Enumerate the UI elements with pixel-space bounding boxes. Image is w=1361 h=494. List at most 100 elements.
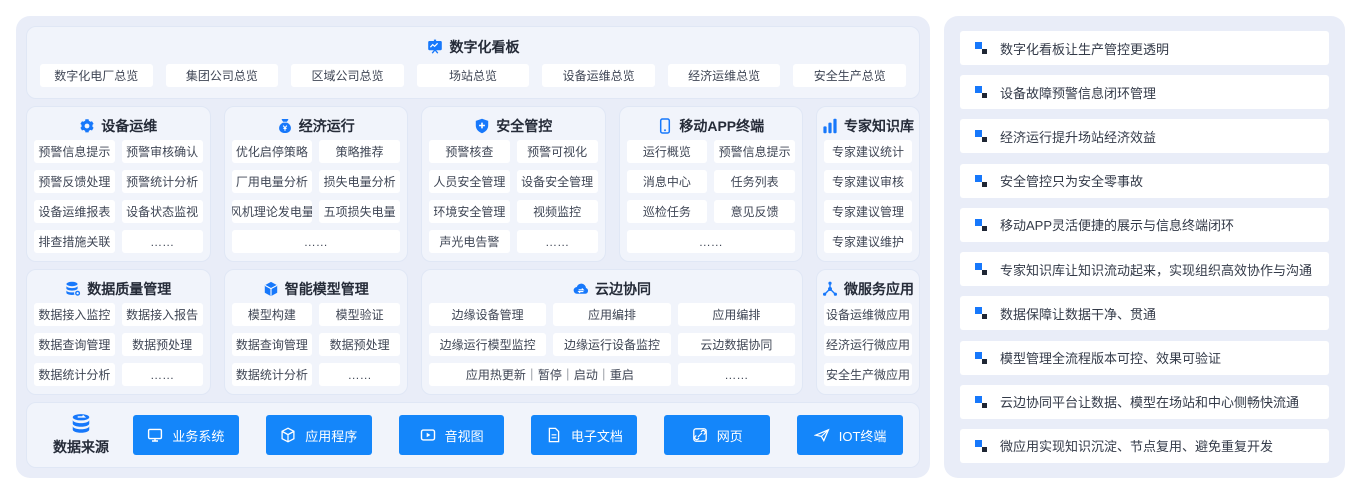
feature-button[interactable]: 预警反馈处理 (34, 170, 115, 193)
source-button-label: 网页 (716, 428, 743, 444)
squares-bullet-icon (975, 439, 987, 452)
source-button-e-document[interactable]: 电子文档 (531, 415, 638, 455)
feature-button[interactable]: 优化启停策略 (231, 140, 313, 163)
feature-button[interactable]: 应用编排 (677, 303, 795, 326)
feature-button[interactable]: 专家建议维护 (824, 230, 912, 253)
antenna-icon (813, 427, 830, 443)
feature-button[interactable]: 数据统计分析 (34, 363, 115, 386)
feature-button[interactable]: 运行概览 (626, 140, 708, 163)
section-header: 智能模型管理 (232, 274, 401, 303)
section-title: 设备运维 (101, 117, 158, 134)
feature-button[interactable]: 设备状态监视 (121, 200, 203, 223)
feature-button[interactable]: 预警信息提示 (714, 140, 795, 163)
feature-button[interactable]: …… (516, 230, 598, 253)
feature-grid: 模型构建模型验证数据查询管理数据预处理数据统计分析 …… (231, 303, 400, 386)
source-buttons: 业务系统 应用程序 音视图 (133, 415, 903, 455)
smartphone-icon (657, 117, 673, 134)
data-source-bar: 数据来源 业务系统 应用程序 (26, 402, 920, 468)
feature-button[interactable]: …… (319, 363, 400, 386)
feature-button[interactable]: 数据查询管理 (231, 333, 313, 356)
source-button-application[interactable]: 应用程序 (265, 415, 372, 455)
section-cloud-edge: 云边协同 边缘设备管理应用编排应用编排边缘运行模型监控边缘运行设备监控云边数据协… (421, 269, 803, 395)
feature-button[interactable]: 云边数据协同 (677, 333, 795, 356)
overview-button[interactable]: 区域公司总览 (291, 64, 404, 87)
feature-button[interactable]: 数据预处理 (121, 333, 203, 356)
feature-button[interactable]: 模型验证 (319, 303, 400, 326)
feature-grid: 运行概览预警信息提示消息中心任务列表巡检任务意见反馈 …… (626, 140, 795, 253)
overview-button[interactable]: 集团公司总览 (165, 64, 279, 87)
feature-button[interactable]: 声光电告警 (429, 230, 510, 253)
section-header: 设备运维 (34, 111, 203, 140)
feature-button[interactable]: 预警审核确认 (121, 140, 203, 163)
feature-button[interactable]: 排查措施关联 (34, 230, 115, 253)
feature-button[interactable]: 设备运维微应用 (824, 303, 912, 326)
source-button-label: 音视图 (444, 428, 484, 444)
feature-button[interactable]: 人员安全管理 (429, 170, 510, 193)
feature-button[interactable]: 边缘设备管理 (429, 303, 547, 326)
feature-button[interactable]: 五项损失电量 (319, 200, 400, 223)
overview-button[interactable]: 安全生产总览 (793, 64, 907, 87)
section-title: 云边协同 (595, 280, 651, 297)
overview-button[interactable]: 数字化电厂总览 (40, 64, 153, 87)
feature-button[interactable]: 数据接入报告 (121, 303, 203, 326)
feature-button[interactable]: 模型构建 (231, 303, 313, 326)
feature-button[interactable]: 意见反馈 (714, 200, 795, 223)
data-source-title: 数据来源 (53, 439, 109, 455)
feature-button[interactable]: 数据预处理 (319, 333, 400, 356)
feature-button[interactable]: …… (231, 230, 400, 253)
video-icon (420, 427, 436, 443)
feature-button[interactable]: 数据接入监控 (34, 303, 115, 326)
feature-button[interactable]: 预警统计分析 (121, 170, 203, 193)
feature-button[interactable]: 数据统计分析 (231, 363, 313, 386)
feature-button[interactable]: 数据查询管理 (34, 333, 115, 356)
feature-button[interactable]: 专家建议管理 (824, 200, 912, 223)
overview-button[interactable]: 设备运维总览 (542, 64, 655, 87)
feature-button[interactable]: …… (626, 230, 795, 253)
feature-button[interactable]: 边缘运行模型监控 (429, 333, 547, 356)
feature-button[interactable]: 策略推荐 (319, 140, 400, 163)
section-header: 专家知识库 (823, 111, 914, 140)
section-header: 云边协同 (429, 274, 795, 303)
squares-bullet-icon (975, 351, 987, 364)
feature-grid: 边缘设备管理应用编排应用编排边缘运行模型监控边缘运行设备监控云边数据协同应用热更… (429, 303, 795, 386)
feature-button[interactable]: 专家建议审核 (824, 170, 912, 193)
feature-button[interactable]: 应用编排 (553, 303, 671, 326)
overview-button[interactable]: 场站总览 (416, 64, 530, 87)
benefit-text: 微应用实现知识沉淀、节点复用、避免重复开发 (1000, 439, 1274, 455)
section-title: 微服务应用 (844, 280, 914, 297)
feature-button[interactable]: 消息中心 (626, 170, 708, 193)
source-button-audio-video[interactable]: 音视图 (398, 415, 505, 455)
feature-button[interactable]: 经济运行微应用 (824, 333, 912, 356)
source-button-webpage[interactable]: 网页 (664, 415, 771, 455)
feature-button[interactable]: 边缘运行设备监控 (553, 333, 671, 356)
section-model-management: 智能模型管理 模型构建模型验证数据查询管理数据预处理数据统计分析 …… (223, 269, 408, 395)
source-button-iot-terminal[interactable]: IOT终端 (797, 415, 903, 455)
feature-button[interactable]: …… (121, 363, 203, 386)
feature-button[interactable]: 专家建议统计 (824, 140, 912, 163)
feature-button[interactable]: 应用热更新｜暂停｜启动｜重启 (429, 363, 671, 386)
source-button-business-system[interactable]: 业务系统 (133, 415, 239, 455)
feature-button[interactable]: 设备安全管理 (516, 170, 598, 193)
feature-button[interactable]: 巡检任务 (626, 200, 708, 223)
feature-button[interactable]: 视频监控 (516, 200, 598, 223)
data-source-label: 数据来源 (43, 413, 119, 457)
feature-button[interactable]: 预警可视化 (516, 140, 598, 163)
section-title: 安全管控 (496, 117, 553, 134)
feature-button[interactable]: 预警核查 (429, 140, 510, 163)
overview-button[interactable]: 经济运维总览 (667, 64, 781, 87)
benefit-item: 微应用实现知识沉淀、节点复用、避免重复开发 (960, 428, 1329, 463)
benefit-text: 云边协同平台让数据、模型在场站和中心侧畅快流通 (1000, 395, 1300, 411)
feature-button[interactable]: 厂用电量分析 (231, 170, 313, 193)
feature-button[interactable]: 风机理论发电量 (231, 200, 313, 223)
platform-panel: 数字化看板 数字化电厂总览集团公司总览区域公司总览场站总览设备运维总览经济运维总… (16, 16, 930, 478)
feature-button[interactable]: 环境安全管理 (429, 200, 510, 223)
feature-button[interactable]: 损失电量分析 (319, 170, 400, 193)
feature-button[interactable]: 设备运维报表 (34, 200, 115, 223)
benefit-text: 设备故障预警信息闭环管理 (1000, 85, 1157, 101)
feature-button[interactable]: 任务列表 (714, 170, 795, 193)
feature-button[interactable]: …… (121, 230, 203, 253)
feature-button[interactable]: 安全生产微应用 (824, 363, 912, 386)
feature-button[interactable]: …… (677, 363, 795, 386)
feature-button[interactable]: 预警信息提示 (34, 140, 115, 163)
